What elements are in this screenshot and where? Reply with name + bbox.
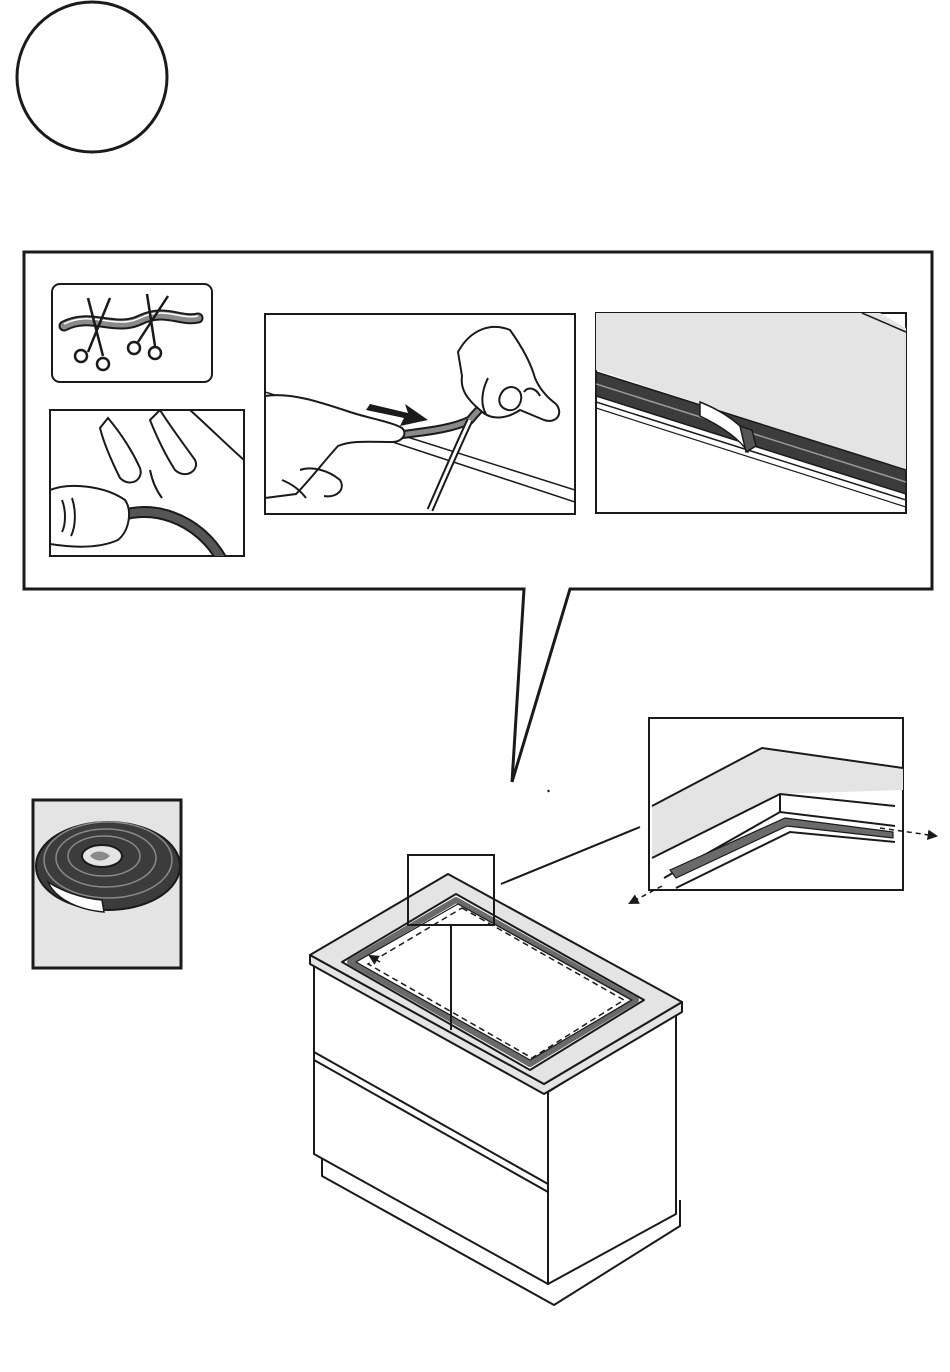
panel-seal-roll [33,800,181,968]
cabinet-with-cutout [310,855,682,1305]
panel-cut-seal [52,284,212,382]
panel-press-seal [265,314,575,514]
step-number-circle [17,2,167,152]
cabinet-icon [310,874,682,1305]
seal-roll-icon [36,822,180,912]
zoom-leader-lines [501,790,640,884]
panel-seal-applied [596,313,906,513]
panel-corner-detail [630,718,936,903]
panel-peel-backing [50,410,244,560]
